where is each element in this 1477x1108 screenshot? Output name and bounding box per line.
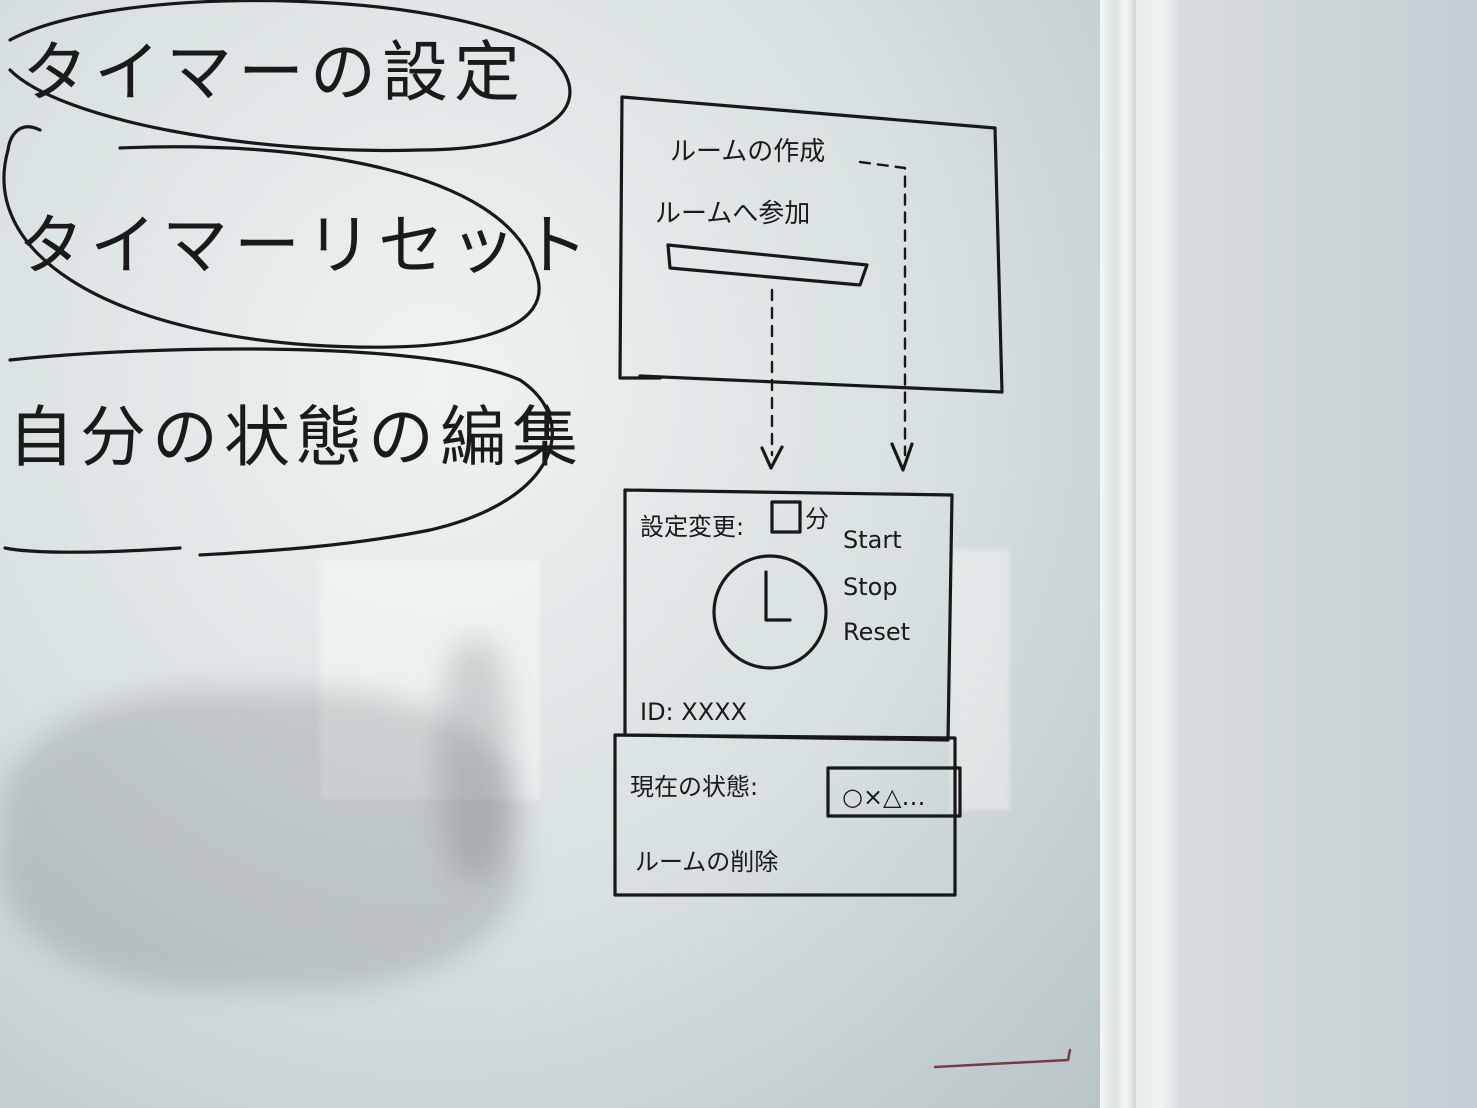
note-ellipse-2 [2, 125, 541, 349]
clock-hands [764, 570, 792, 622]
current-status-label: 現在の状態: [630, 773, 758, 801]
top-sketch-frame [618, 95, 1004, 394]
timer-sketch-frame [623, 488, 954, 742]
arrow-left-down [760, 445, 784, 470]
minutes-input-sketch [770, 500, 802, 534]
status-sketch-frame [613, 733, 957, 897]
create-flow-line [858, 160, 907, 457]
room-id-input-sketch [666, 243, 869, 287]
minutes-label: 分 [805, 505, 829, 533]
start-label: Start [843, 526, 902, 554]
note-ellipse-3 [3, 347, 554, 557]
stop-label: Stop [843, 573, 898, 601]
room-id-label: ID: XXXX [640, 698, 747, 726]
note-ellipse-1 [8, 0, 572, 153]
clock-icon [712, 554, 828, 670]
note-edit-status: 自分の状態の編集 [8, 399, 584, 476]
room-reflection [0, 690, 520, 990]
setting-change-label: 設定変更: [640, 513, 744, 541]
person-reflection [440, 640, 510, 880]
wall-trim [1136, 0, 1180, 1108]
note-timer-setting: タイマーの設定 [22, 34, 526, 111]
red-marker-mark [933, 1048, 1072, 1069]
delete-room-label: ルームの削除 [635, 848, 778, 876]
reset-label: Reset [843, 618, 910, 646]
whiteboard [0, 0, 1108, 1108]
create-room-label: ルームの作成 [670, 137, 825, 167]
status-value: ○×△… [842, 783, 926, 811]
window-reflection [320, 560, 540, 800]
arrow-right-down [890, 442, 914, 472]
note-timer-reset: タイマーリセット [18, 207, 594, 284]
status-value-box [826, 766, 962, 818]
right-wall [1180, 0, 1477, 1108]
join-room-label: ルームへ参加 [655, 199, 810, 229]
board-frame [1100, 0, 1136, 1108]
